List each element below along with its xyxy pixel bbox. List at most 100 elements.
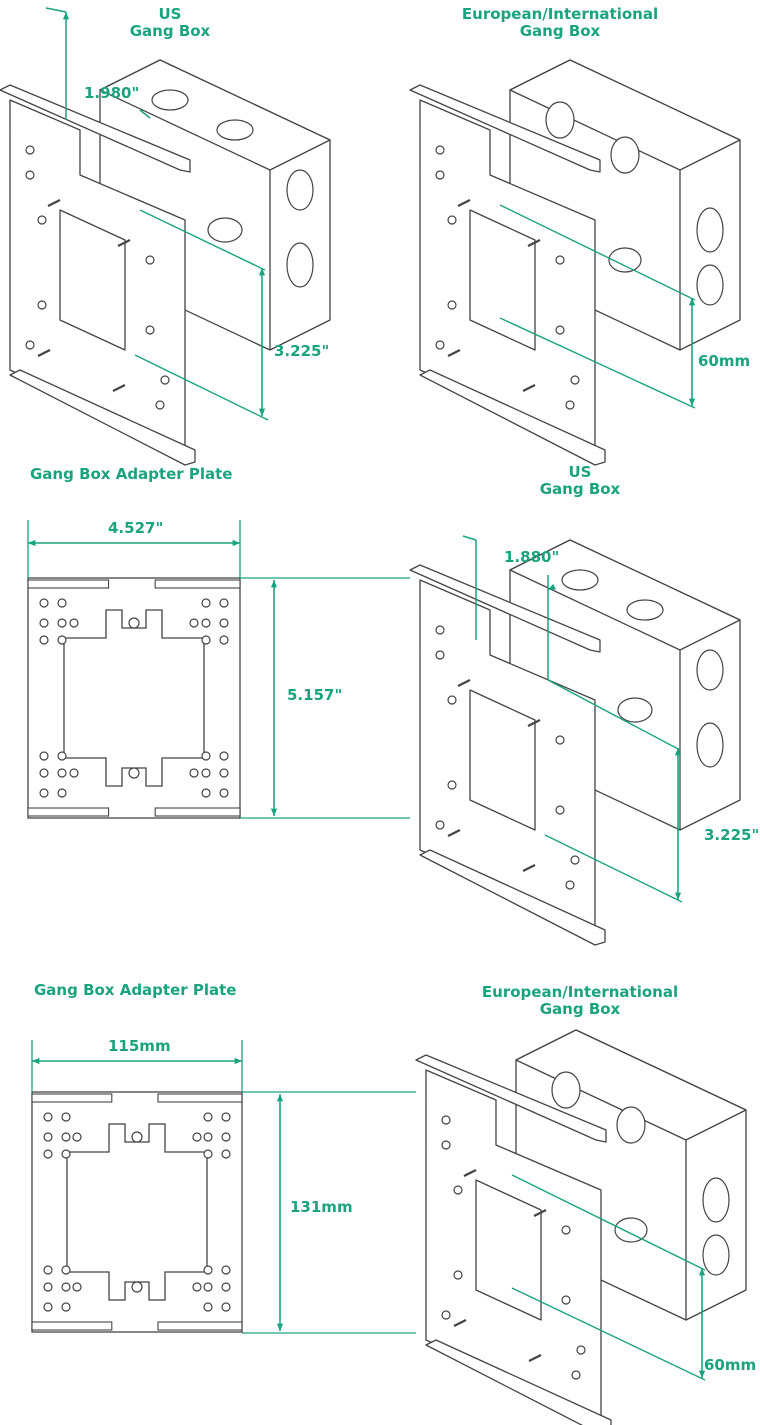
mounting-hole <box>447 215 457 225</box>
mounting-hole <box>25 340 35 350</box>
mounting-hole <box>219 618 229 628</box>
width-dimension-line <box>32 1057 242 1065</box>
mounting-hole <box>219 751 229 761</box>
knockout-hole <box>696 649 724 691</box>
mounting-hole <box>201 788 211 798</box>
mounting-hole <box>43 1282 53 1292</box>
arrowhead <box>232 539 240 547</box>
screw-hole <box>72 1132 82 1142</box>
us-box-mid-title-line2: Gang Box <box>539 480 621 498</box>
eu-box-top-title-line1: European/International <box>461 5 659 23</box>
mounting-hole <box>57 598 67 608</box>
mounting-hole <box>453 1270 463 1280</box>
screw <box>533 1209 547 1217</box>
plate-tab <box>31 1093 113 1103</box>
plate-center-cutout <box>469 209 536 351</box>
height-dimension-line <box>258 268 266 416</box>
knockout-hole <box>614 1217 648 1243</box>
mounting-hole <box>57 635 67 645</box>
extension-line <box>499 317 696 409</box>
us-box-top-depth-dimension: 1.980" <box>84 84 140 102</box>
arrowhead <box>674 748 682 756</box>
plate-tab <box>27 579 110 589</box>
eu-box-top-assembly <box>409 59 741 466</box>
mounting-hole <box>39 598 49 608</box>
plate-tab <box>154 579 241 589</box>
width-dimension-line <box>28 539 240 547</box>
gang-box-top-face <box>99 59 331 171</box>
us-box-mid-assembly <box>409 535 741 946</box>
mounting-hole <box>43 1302 53 1312</box>
mounting-hole <box>441 1140 451 1150</box>
mounting-hole <box>25 145 35 155</box>
mounting-hole <box>441 1115 451 1125</box>
leader-line <box>139 109 151 119</box>
screw-hole <box>189 618 199 628</box>
screw-hole <box>69 768 79 778</box>
arrowhead <box>270 580 278 588</box>
mounting-hole <box>435 625 445 635</box>
mounting-hole <box>219 598 229 608</box>
knockout-hole <box>551 1071 581 1109</box>
gang-box <box>509 539 741 831</box>
arrowhead <box>276 1094 284 1102</box>
knockout-hole <box>702 1177 730 1223</box>
screw <box>453 1319 467 1327</box>
mounting-hole <box>37 300 47 310</box>
screw <box>47 199 61 207</box>
us-box-mid-depth-dimension: 1.880" <box>504 548 560 566</box>
knockout-hole <box>561 569 599 591</box>
mounting-plate <box>0 84 196 466</box>
extension-line <box>139 209 266 271</box>
knockout-hole <box>207 217 243 243</box>
mounting-hole <box>61 1112 71 1122</box>
screw-hole <box>128 767 140 779</box>
mounting-hole <box>39 618 49 628</box>
mounting-hole <box>565 880 575 890</box>
knockout-hole <box>286 242 314 288</box>
mounting-hole <box>221 1282 231 1292</box>
plate-bottom-flange <box>425 1339 612 1425</box>
plate-center-cutout <box>469 689 536 831</box>
mounting-hole <box>561 1225 571 1235</box>
mounting-hole <box>221 1302 231 1312</box>
mounting-hole <box>447 780 457 790</box>
extension-line <box>544 834 683 903</box>
plate-center-cutout <box>475 1179 542 1321</box>
mounting-hole <box>39 768 49 778</box>
leader-line <box>462 535 477 541</box>
adapter-plate-us <box>27 577 241 819</box>
plate-top-flange <box>409 564 601 653</box>
arrowhead <box>674 892 682 900</box>
mounting-hole <box>201 598 211 608</box>
arrowhead <box>688 398 696 406</box>
mounting-hole <box>555 805 565 815</box>
screw <box>447 829 461 837</box>
eu-box-top-title: European/International Gang Box <box>450 6 670 40</box>
knockout-hole <box>151 89 189 111</box>
plate-bottom-flange <box>9 369 196 466</box>
mounting-hole <box>203 1282 213 1292</box>
screw <box>522 384 536 392</box>
plate-tab <box>157 1093 243 1103</box>
mounting-hole <box>561 1295 571 1305</box>
mounting-hole <box>39 751 49 761</box>
mounting-hole <box>565 400 575 410</box>
mounting-hole <box>555 325 565 335</box>
mounting-hole <box>61 1282 71 1292</box>
knockout-hole <box>696 264 724 306</box>
knockout-hole <box>545 101 575 139</box>
screw-hole <box>131 1131 143 1143</box>
screw <box>522 864 536 872</box>
adapter-plate-us-height-dimension: 5.157" <box>287 686 343 704</box>
screw <box>447 349 461 357</box>
adapter-plate-us-width-dimension: 4.527" <box>108 519 164 537</box>
us-box-top-title-line1: US <box>158 5 182 23</box>
arrowhead <box>688 298 696 306</box>
height-dimension-line <box>276 1094 284 1331</box>
mounting-hole <box>219 788 229 798</box>
plate-top-flange <box>0 84 191 173</box>
arrowhead <box>258 408 266 416</box>
mounting-hole <box>57 788 67 798</box>
